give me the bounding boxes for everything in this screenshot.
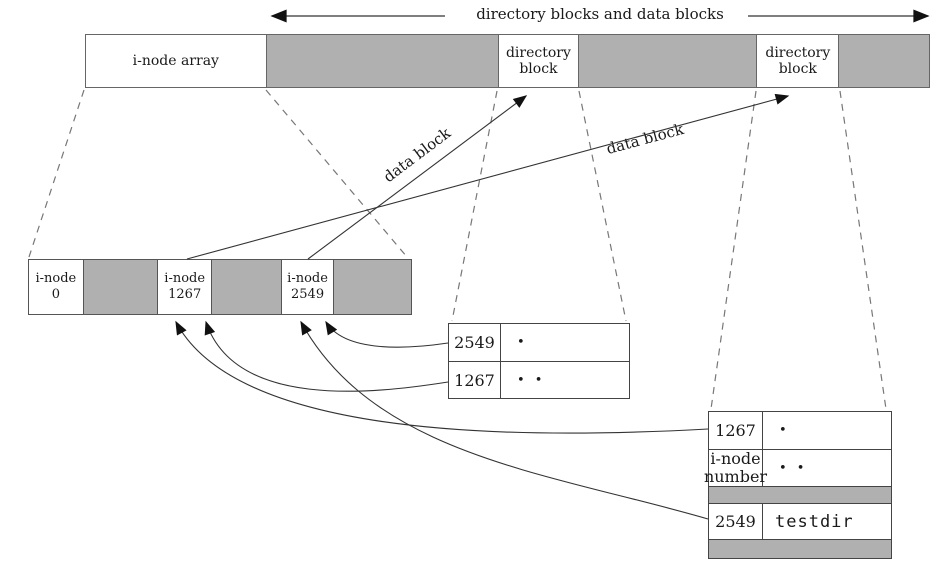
inode-label: i-node <box>287 271 328 287</box>
inode-filler-cell <box>333 260 411 314</box>
inode-array-block: i-node array <box>86 35 266 87</box>
inode-1267-cell: i-node 1267 <box>157 260 212 314</box>
entry-inode-number-label: i-node number <box>703 449 768 486</box>
inode-number: 0 <box>51 287 60 302</box>
entry-inode-number: 2549 <box>449 324 501 361</box>
directory-block-2: directory block <box>756 35 839 87</box>
entry-name-dot: • <box>517 335 528 350</box>
table-row: 1267 • <box>709 412 891 449</box>
inode-2549-cell: i-node 2549 <box>280 260 334 314</box>
data-block-arrow-inode1267-to-dirblock2 <box>186 93 790 260</box>
entry-name-dotdot: • • <box>517 372 546 388</box>
table-row: 1267 • • <box>449 361 629 398</box>
testdir-directory-block-table: 2549 • 1267 • • <box>448 323 630 399</box>
entry-inode-number: 2549 <box>709 504 763 539</box>
inode-label: i-node <box>35 271 77 287</box>
fan-line-dirblock1-left <box>451 90 498 322</box>
data-block-unlabeled <box>838 35 930 87</box>
data-block-unlabeled <box>577 35 757 87</box>
table-row: i-node number • • <box>703 449 891 486</box>
inode-number: 1267 <box>168 287 202 302</box>
table-row: 2549 testdir <box>709 503 891 539</box>
data-block-arrow-label-1: data block <box>379 123 455 187</box>
fan-line-dirblock1-right <box>578 90 627 322</box>
entry-name-dot: • <box>779 423 790 438</box>
pointer-curve-dotdot-to-inode1267 <box>204 320 449 392</box>
entry-inode-number: 1267 <box>709 412 763 449</box>
entry-name-testdir: testdir <box>775 511 854 532</box>
diagram-title: directory blocks and data blocks <box>476 5 724 23</box>
table-row: 2549 • <box>449 324 629 361</box>
inode-0-cell: i-node 0 <box>29 260 83 314</box>
table-gray-row <box>709 486 891 503</box>
directory-block-1: directory block <box>498 35 578 87</box>
inode-filler-cell <box>211 260 281 314</box>
filesystem-block-row: i-node array directory block directory b… <box>85 34 930 88</box>
data-block-arrow-label-2: data block <box>604 120 686 158</box>
inode-array-detail-row: i-node 0 i-node 1267 i-node 2549 <box>28 259 412 315</box>
entry-name-dotdot: • • <box>779 460 808 476</box>
inode-label: i-node <box>164 271 206 287</box>
inode-filler-cell <box>82 260 158 314</box>
fan-line-inode-array-left <box>28 89 85 258</box>
entry-inode-number: 1267 <box>449 362 501 398</box>
data-block-unlabeled <box>265 35 499 87</box>
data-block-arrow-inode2549-to-dirblock1 <box>307 95 528 260</box>
parent-directory-block-table: 1267 • i-node number • • 2549 testdir <box>703 411 892 559</box>
table-gray-row <box>709 539 891 558</box>
pointer-curve-dot-to-inode2549 <box>325 320 449 348</box>
fan-line-dirblock2-right <box>839 90 887 410</box>
inode-number: 2549 <box>291 287 325 302</box>
fan-line-dirblock2-left <box>710 90 757 410</box>
